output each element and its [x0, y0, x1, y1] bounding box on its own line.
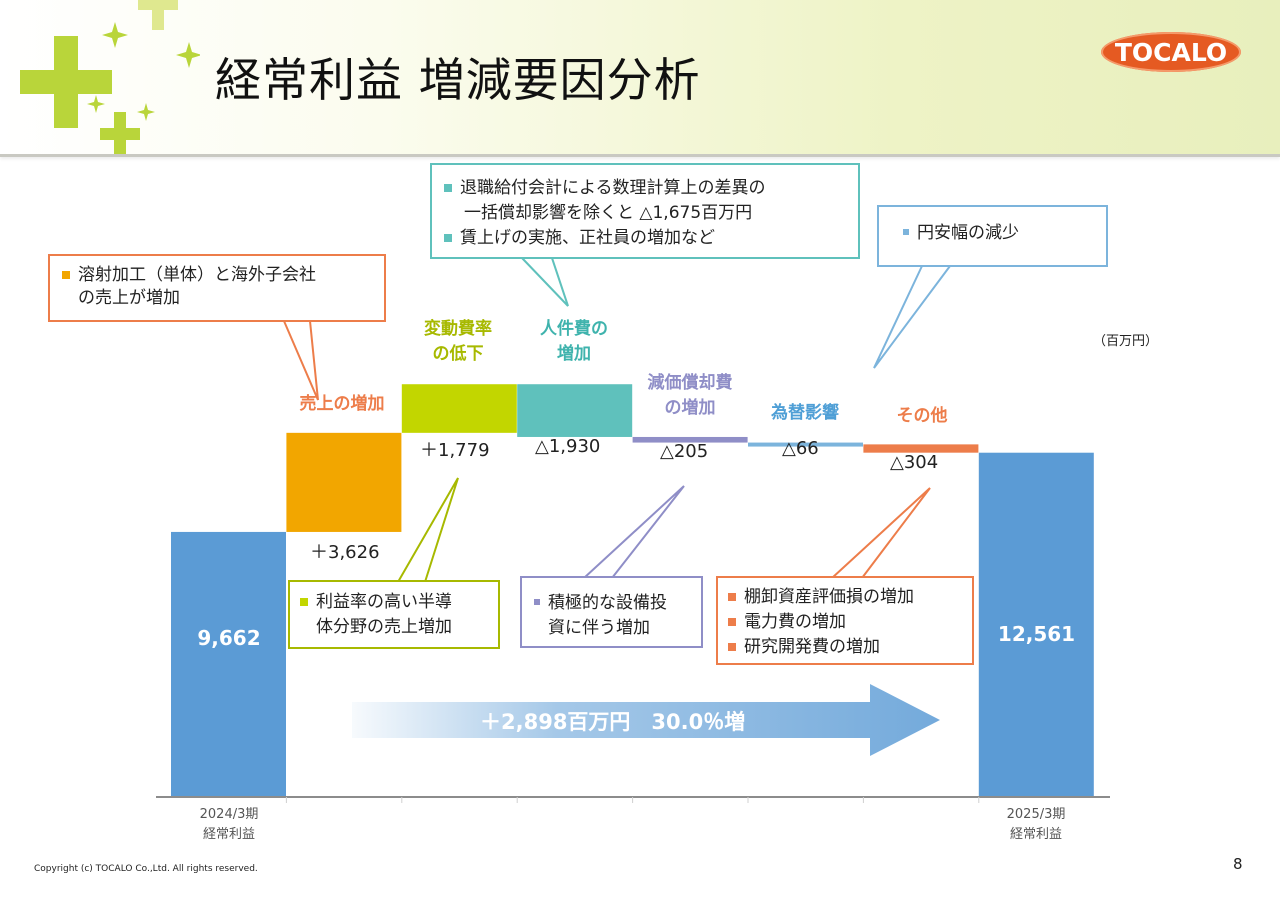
callout-text: 積極的な設備投	[548, 593, 667, 613]
other-category-label: その他	[862, 404, 982, 429]
callout-text: 賃上げの実施、正社員の増加など	[460, 228, 715, 248]
growth-arrow	[352, 684, 940, 756]
callout-text: 溶射加工（単体）と海外子会社	[78, 265, 316, 285]
fx-callout-tail	[873, 265, 951, 369]
variable-cost-bar	[401, 384, 517, 433]
bullet-icon	[534, 599, 540, 605]
sales-increase-bar	[286, 432, 402, 532]
personnel-category-line1: 人件費の	[540, 319, 608, 339]
bullet-icon	[728, 643, 736, 651]
variable-category-label: 変動費率 の低下	[398, 317, 518, 367]
callout-row: 溶射加工（単体）と海外子会社	[62, 263, 384, 288]
growth-summary: ＋2,898百万円 30.0％増	[480, 710, 746, 734]
unit-label: （百万円）	[1093, 334, 1159, 349]
depreciation-category-label: 減価償却費 の増加	[630, 371, 750, 421]
bullet-icon	[903, 229, 909, 235]
page-number: 8	[1233, 855, 1243, 873]
bullet-icon	[444, 184, 452, 192]
callout-row: 研究開発費の増加	[728, 635, 972, 660]
variable-value-label: ＋1,779	[420, 440, 490, 461]
callout-row: 利益率の高い半導	[300, 590, 498, 615]
sparkle-decoration-icon	[20, 0, 200, 154]
sales-callout: 溶射加工（単体）と海外子会社 の売上が増加	[48, 254, 386, 322]
bullet-icon	[62, 271, 70, 279]
personnel-category-line2: 増加	[557, 344, 591, 364]
bullet-icon	[728, 593, 736, 601]
callout-text: 退職給付会計による数理計算上の差異の	[460, 178, 766, 198]
other-bar	[863, 444, 979, 453]
copyright-text: Copyright (c) TOCALO Co.,Ltd. All rights…	[34, 864, 258, 874]
start-x-label-line2: 経常利益	[202, 827, 255, 842]
page-title: 経常利益 増減要因分析	[215, 53, 701, 107]
depreciation-bar	[632, 436, 748, 443]
sales-callout-tail	[283, 320, 319, 401]
callout-text: 電力費の増加	[744, 612, 846, 632]
other-value-label: △304	[890, 452, 939, 473]
header-band: 経常利益 増減要因分析 TOCALO	[0, 0, 1280, 157]
other-callout: 棚卸資産評価損の増加 電力費の増加 研究開発費の増加	[716, 576, 974, 665]
depreciation-callout-tail	[583, 485, 685, 579]
sales-category-text: 売上の増加	[299, 394, 385, 414]
callout-text: 体分野の売上増加	[316, 617, 452, 637]
tocalo-logo: TOCALO	[1101, 32, 1241, 72]
start-x-label: 2024/3期 経常利益	[170, 805, 288, 845]
sales-value-label: ＋3,626	[310, 542, 380, 563]
start-total-label: 9,662	[197, 626, 261, 650]
variable-category-line1: 変動費率	[424, 319, 492, 339]
callout-text: 一括償却影響を除くと △1,675百万円	[464, 203, 753, 223]
fx-callout: 円安幅の減少	[877, 205, 1108, 267]
bullet-icon	[444, 234, 452, 242]
callout-text: 利益率の高い半導	[316, 592, 452, 612]
callout-row: 退職給付会計による数理計算上の差異の	[444, 176, 858, 201]
start-x-label-line1: 2024/3期	[199, 807, 259, 822]
callout-text: 研究開発費の増加	[744, 637, 880, 657]
fx-impact-bar	[748, 442, 863, 447]
callout-text: 棚卸資産評価損の増加	[744, 587, 914, 607]
bullet-icon	[728, 618, 736, 626]
depreciation-category-line2: の増加	[664, 398, 716, 418]
callout-row: 電力費の増加	[728, 610, 972, 635]
personnel-value-label: △1,930	[535, 436, 601, 457]
variable-callout: 利益率の高い半導 体分野の売上増加	[288, 580, 500, 649]
sales-category-label: 売上の増加	[282, 392, 402, 417]
end-x-label-line1: 2025/3期	[1006, 807, 1066, 822]
variable-callout-tail	[397, 477, 459, 583]
callout-text: の売上が増加	[78, 288, 180, 308]
end-total-label: 12,561	[997, 622, 1076, 646]
start-total-bar	[171, 531, 286, 796]
depreciation-category-line1: 減価償却費	[647, 373, 733, 393]
callout-text: 資に伴う増加	[548, 618, 650, 638]
callout-row: 円安幅の減少	[903, 221, 1106, 246]
depreciation-callout: 積極的な設備投 資に伴う増加	[520, 576, 703, 648]
other-callout-tail	[831, 487, 931, 579]
end-x-label: 2025/3期 経常利益	[977, 805, 1095, 845]
personnel-cost-bar	[517, 384, 633, 437]
callout-row: 棚卸資産評価損の増加	[728, 585, 972, 610]
personnel-callout: 退職給付会計による数理計算上の差異の 一括償却影響を除くと △1,675百万円 …	[430, 163, 860, 259]
depreciation-value-label: △205	[660, 441, 709, 462]
end-x-label-line2: 経常利益	[1009, 827, 1062, 842]
callout-row: 積極的な設備投	[534, 591, 701, 616]
fx-category-text: 為替影響	[771, 403, 839, 423]
variable-category-line2: の低下	[432, 344, 484, 364]
personnel-category-label: 人件費の 増加	[514, 317, 634, 367]
fx-value-label: △66	[782, 438, 819, 459]
bullet-icon	[300, 598, 308, 606]
other-category-text: その他	[896, 406, 948, 426]
end-total-bar	[978, 452, 1094, 796]
callout-row: 賃上げの実施、正社員の増加など	[444, 226, 858, 251]
fx-category-label: 為替影響	[745, 401, 865, 426]
callout-text: 円安幅の減少	[917, 223, 1019, 243]
personnel-callout-tail	[521, 257, 569, 307]
